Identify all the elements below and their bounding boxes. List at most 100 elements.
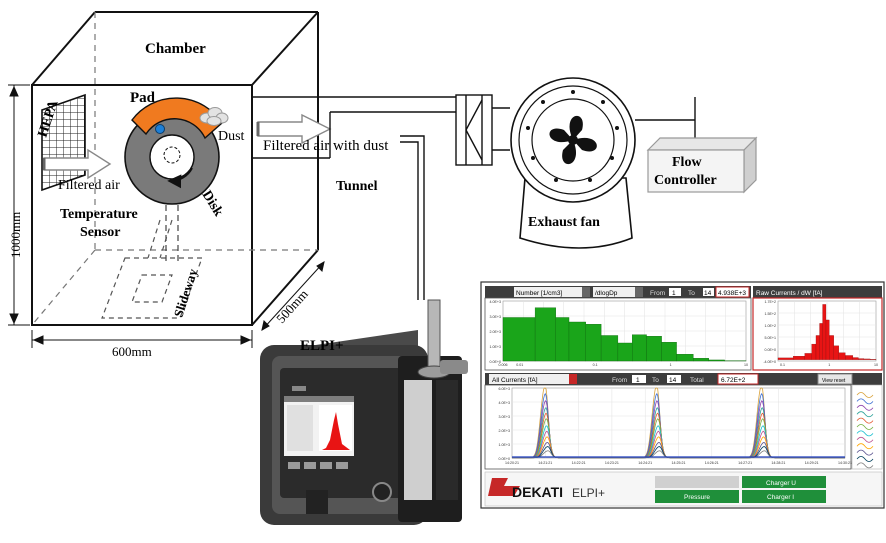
unit-select[interactable]: Number [1/cm3] (516, 290, 562, 297)
size-distribution-bar (502, 317, 536, 362)
raw-currents-bar (804, 353, 812, 360)
legend-swatch[interactable] (856, 417, 874, 424)
to-input-top[interactable]: 14 (704, 290, 712, 297)
to-label-mid: To (652, 377, 659, 384)
y-tick-label: 1.0E+3 (499, 443, 511, 447)
dust-cloud-icon (199, 107, 229, 126)
size-distribution-bar (676, 354, 694, 362)
raw-currents-bar (811, 343, 817, 360)
dimension-height (8, 84, 30, 326)
flow-controller-label-line1: Flow (672, 155, 702, 170)
size-distribution-bar (555, 317, 570, 362)
raw-currents-bar (822, 304, 827, 360)
scale-select[interactable]: /dlogDp (595, 290, 618, 297)
size-distribution-chart (502, 301, 747, 362)
x-tick-label: 14:26:21 (705, 461, 719, 465)
y-tick-label: 6.0E+3 (499, 387, 511, 391)
x-tick-label: 14:29:21 (805, 461, 819, 465)
x-tick-label: 14:28:21 (771, 461, 785, 465)
disk-shaft (165, 165, 179, 262)
flow-controller-label-line2: Controller (654, 173, 717, 188)
raw-currents-bar (829, 335, 834, 360)
legend-swatch[interactable] (856, 436, 874, 443)
raw-currents-bar (777, 357, 794, 360)
charger-i-status: Charger I (767, 494, 794, 501)
legend-swatch[interactable] (856, 392, 874, 398)
width-label: 600mm (112, 344, 152, 359)
y-tick-label: -4.0E+0 (763, 360, 776, 364)
to-label-top: To (688, 290, 695, 297)
dust-label: Dust (218, 129, 245, 144)
charger-u-status: Charger U (766, 480, 796, 487)
raw-currents-bar (819, 323, 823, 360)
total-label-mid: Total (690, 377, 704, 384)
total-value-top: 4.938E+3 (718, 290, 746, 297)
y-tick-label: 5.0E+1 (765, 336, 777, 340)
legend-swatch[interactable] (856, 456, 874, 462)
raw-currents-bar (838, 352, 846, 360)
from-input-mid[interactable]: 1 (636, 377, 640, 384)
raw-currents-bar (833, 345, 839, 360)
legend-swatch[interactable] (856, 411, 874, 418)
brand-logo: DEKATI (512, 484, 563, 500)
total-value-mid: 6.72E+2 (721, 377, 746, 384)
x-tick-label: 14:21:21 (538, 461, 552, 465)
chamber-label: Chamber (145, 41, 206, 57)
x-tick-label: 14:27:21 (738, 461, 752, 465)
tunnel-label: Tunnel (336, 179, 378, 194)
size-distribution-bar (600, 335, 619, 362)
y-tick-label: 1.5E+2 (765, 312, 777, 316)
legend-swatch[interactable] (856, 462, 874, 469)
from-input-top[interactable]: 1 (672, 290, 676, 297)
filtered-air-label: Filtered air (58, 178, 120, 193)
x-tick-label: 0.1 (780, 363, 785, 367)
from-label-top: From (650, 290, 665, 297)
slideway-label: Slideway (171, 266, 201, 319)
size-distribution-bar (661, 342, 677, 362)
y-tick-label: 3.0E+3 (490, 315, 502, 319)
legend-swatch[interactable] (856, 430, 874, 437)
legend-swatch[interactable] (856, 424, 874, 430)
series-legend (856, 392, 874, 469)
legend-swatch[interactable] (856, 449, 874, 456)
legend-swatch[interactable] (856, 404, 874, 411)
y-tick-label: 1.0E+3 (490, 345, 502, 349)
to-input-mid[interactable]: 14 (669, 377, 677, 384)
x-tick-label: 14:23:21 (605, 461, 619, 465)
y-tick-label: 2.0E+3 (490, 330, 502, 334)
elpi-label: ELPI+ (300, 338, 344, 354)
size-distribution-bar (693, 358, 709, 362)
exhaust-fan-label: Exhaust fan (528, 215, 600, 230)
size-distribution-bar (632, 334, 647, 362)
y-tick-label: 0.0E+0 (490, 360, 502, 364)
sensor-label: Sensor (80, 225, 120, 240)
y-tick-label: 2.0E+3 (499, 429, 511, 433)
y-tick-label: 1.7E+2 (765, 300, 777, 304)
x-tick-label: 10 (874, 363, 878, 367)
raw-currents-bar (858, 358, 865, 360)
raw-currents-bar (793, 356, 805, 360)
damper (455, 94, 493, 166)
currents-select[interactable]: All Currents [fA] (492, 377, 538, 384)
raw-currents-title: Raw Currents / dW [fA] (756, 290, 823, 297)
size-distribution-bar (708, 359, 725, 362)
pressure-status: Pressure (684, 494, 710, 501)
x-tick-label: 14:30:21 (838, 461, 852, 465)
x-tick-label: 14:20:21 (505, 461, 519, 465)
chamber-hidden-edges (31, 12, 318, 326)
pad-label: Pad (130, 90, 156, 106)
legend-swatch[interactable] (856, 443, 874, 450)
y-tick-label: 4.0E+3 (499, 401, 511, 405)
y-tick-label: 4.0E+3 (490, 300, 502, 304)
view-reset-button[interactable]: View reset (822, 378, 846, 384)
disk (124, 109, 220, 205)
y-tick-label: 3.0E+3 (499, 415, 511, 419)
legend-swatch[interactable] (856, 398, 874, 405)
filtered-air-with-dust-label: Filtered air with dust (263, 138, 389, 154)
raw-currents-bar (852, 357, 859, 360)
x-tick-label: 0.01 (516, 363, 523, 367)
sampling-line (400, 135, 425, 300)
x-tick-label: 14:24:21 (638, 461, 652, 465)
